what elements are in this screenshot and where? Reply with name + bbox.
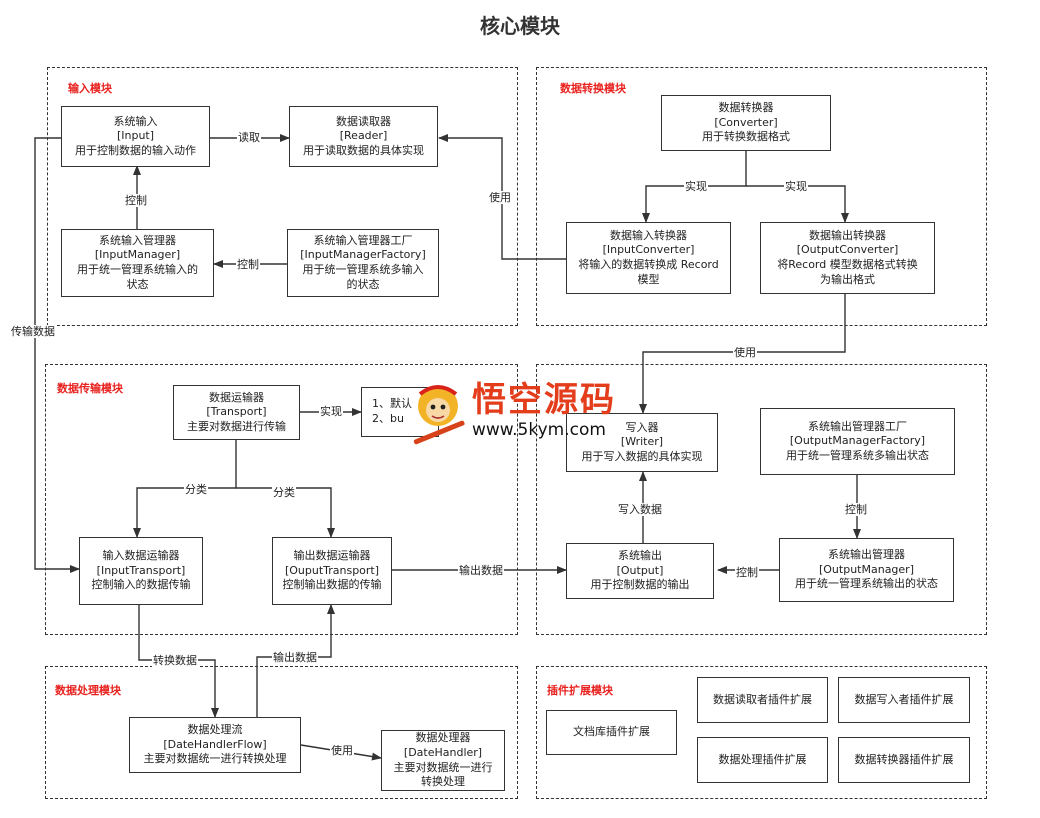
group-convert-module [536, 67, 987, 326]
group-process-module [45, 666, 518, 799]
node-converter: 数据转换器 [Converter] 用于转换数据格式 [661, 95, 831, 151]
node-plugin-handler: 数据处理插件扩展 [697, 737, 828, 783]
edge-input-inputtransport [34, 137, 80, 573]
edge-label-impl2: 实现 [784, 180, 808, 194]
edge-label-control2: 控制 [236, 258, 260, 272]
edge-label-write: 写入数据 [617, 503, 663, 517]
edge-label-control3: 控制 [844, 503, 868, 517]
edge-label-read: 读取 [237, 131, 261, 145]
group-label-process: 数据处理模块 [55, 684, 121, 697]
node-plugin-converter: 数据转换器插件扩展 [838, 737, 970, 783]
watermark: 悟空源码 www.5kym.com [410, 372, 642, 454]
node-input-manager-factory: 系统输入管理器工厂 [InputManagerFactory] 用于统一管理系统… [287, 229, 439, 297]
edge-label-impl1: 实现 [684, 180, 708, 194]
node-transport: 数据运输器 [Transport] 主要对数据进行传输 [173, 385, 300, 440]
edge-label-classify1: 分类 [184, 483, 208, 497]
edge-label-output-data: 输出数据 [458, 564, 504, 578]
page-title: 核心模块 [480, 14, 560, 38]
edge-label-use2: 使用 [733, 346, 757, 360]
node-input: 系统输入 [Input] 用于控制数据的输入动作 [61, 106, 210, 167]
group-input-module [47, 67, 518, 326]
node-output-converter: 数据输出转换器 [OutputConverter] 将Record 模型数据格式… [760, 222, 935, 294]
edge-converter-outputconverter [746, 185, 849, 223]
node-input-transport: 输入数据运输器 [InputTransport] 控制输入的数据传输 [79, 537, 203, 605]
node-output-manager-factory: 系统输出管理器工厂 [OutputManagerFactory] 用于统一管理系… [760, 408, 955, 475]
group-label-plugin: 插件扩展模块 [547, 684, 613, 697]
group-label-transport: 数据传输模块 [57, 382, 123, 395]
group-output-module [536, 364, 987, 635]
node-reader: 数据读取器 [Reader] 用于读取数据的具体实现 [289, 106, 438, 167]
edge-transport-outputtransport [236, 487, 335, 538]
edge-label-transfer: 传输数据 [10, 325, 56, 339]
node-output-transport: 输出数据运输器 [OuputTransport] 控制输出数据的传输 [272, 537, 392, 605]
group-label-input: 输入模块 [68, 82, 112, 95]
edge-label-control4: 控制 [735, 566, 759, 580]
edge-label-impl3: 实现 [319, 405, 343, 419]
node-plugin-reader: 数据读取者插件扩展 [697, 677, 828, 723]
node-plugin-writer: 数据写入者插件扩展 [838, 677, 970, 723]
watermark-name: 悟空源码 [472, 380, 616, 420]
node-input-manager: 系统输入管理器 [InputManager] 用于统一管理系统输入的 状态 [61, 229, 214, 297]
group-transport-module [45, 364, 518, 635]
edge-label-convert-data: 转换数据 [152, 654, 198, 668]
edge-label-classify2: 分类 [272, 486, 296, 500]
node-date-handler: 数据处理器 [DateHandler] 主要对数据统一进行 转换处理 [381, 730, 505, 791]
edge-label-use3: 使用 [330, 744, 354, 758]
node-input-converter: 数据输入转换器 [InputConverter] 将输入的数据转换成 Recor… [566, 222, 731, 294]
monkey-logo-icon [413, 385, 465, 445]
node-writer: 写入器 [Writer] 用于写入数据的具体实现 [566, 413, 718, 472]
node-date-handler-flow: 数据处理流 [DateHandlerFlow] 主要对数据统一进行转换处理 [129, 717, 301, 773]
group-plugin-module [536, 666, 987, 799]
node-output-manager: 系统输出管理器 [OutputManager] 用于统一管理系统输出的状态 [779, 538, 954, 602]
node-output: 系统输出 [Output] 用于控制数据的输出 [566, 543, 714, 599]
edge-label-control1: 控制 [124, 194, 148, 208]
watermark-url: www.5kym.com [472, 420, 606, 440]
edge-label-output-data2: 输出数据 [272, 651, 318, 665]
group-label-convert: 数据转换模块 [560, 82, 626, 95]
node-plugin-doc: 文档库插件扩展 [546, 710, 677, 755]
edge-label-use1: 使用 [488, 191, 512, 205]
